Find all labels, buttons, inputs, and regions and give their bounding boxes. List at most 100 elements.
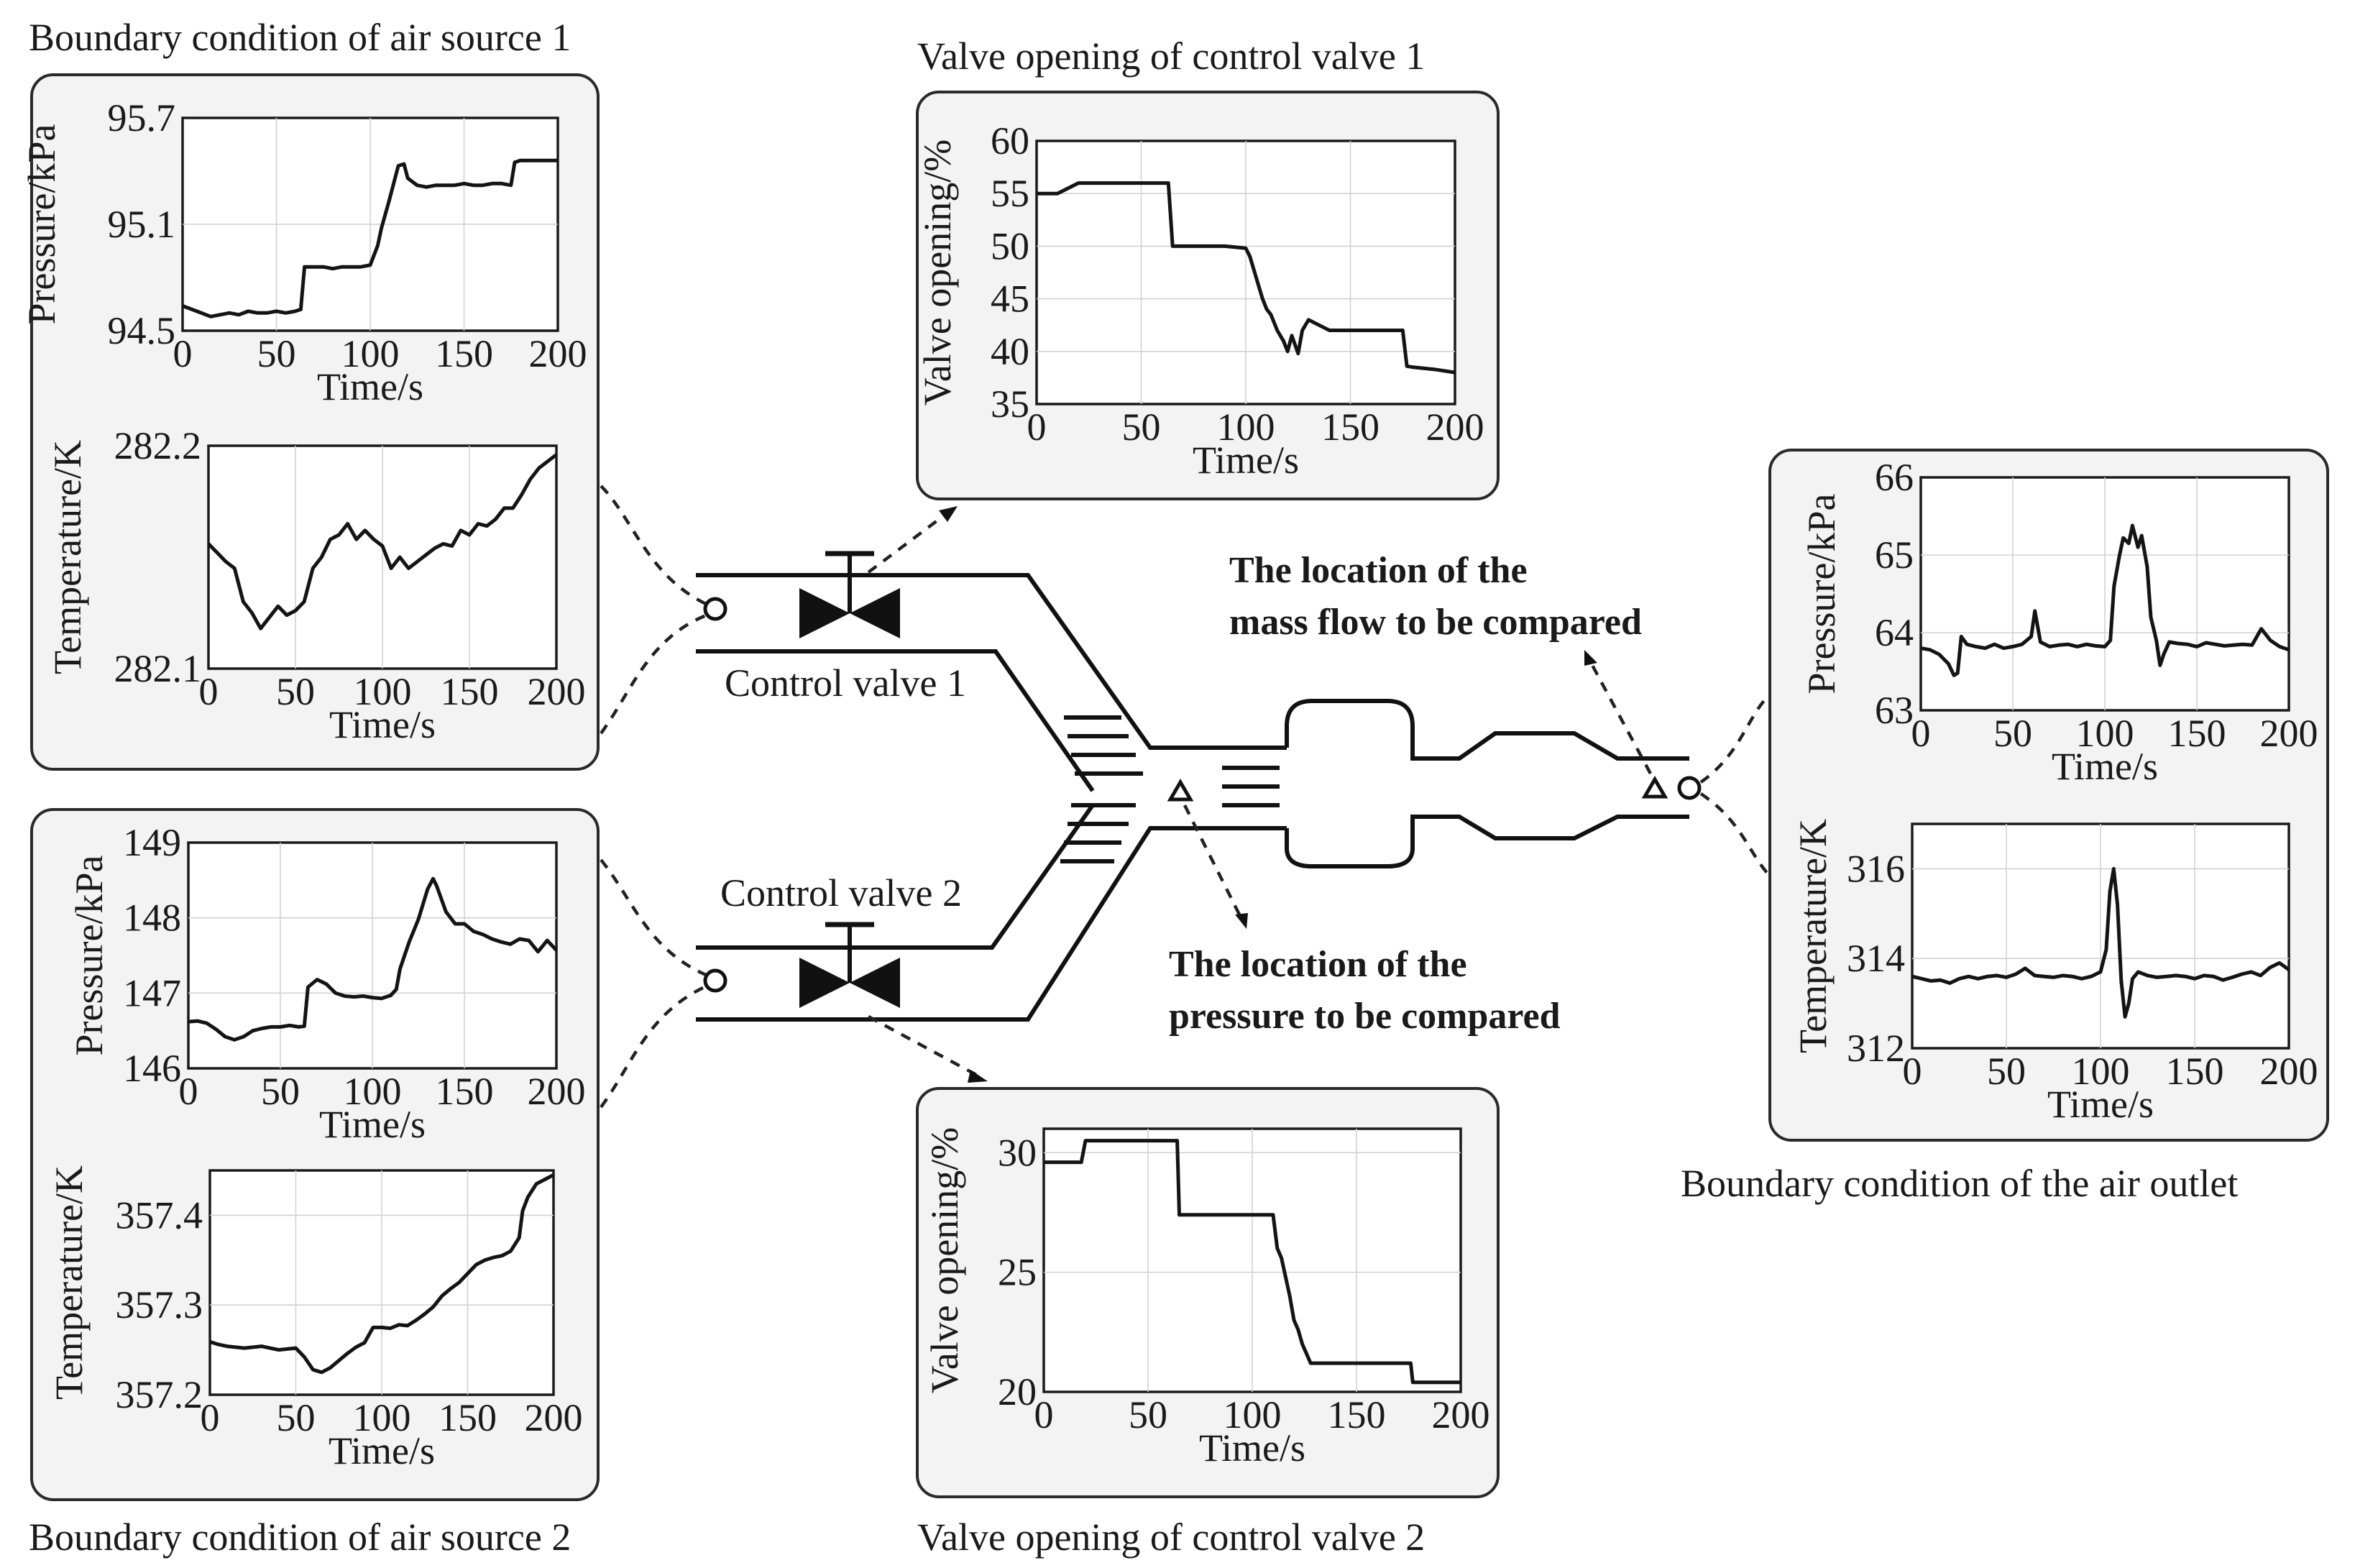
x-tick-label: 200 — [2260, 712, 2318, 755]
arrowheads — [939, 506, 1597, 1083]
x-tick-label: 150 — [1328, 1393, 1386, 1436]
y-tick-label: 40 — [991, 330, 1029, 373]
y-tick-label: 55 — [991, 172, 1029, 215]
x-tick-label: 150 — [436, 1070, 494, 1113]
y-tick-label: 146 — [123, 1047, 181, 1090]
y-tick-label: 312 — [1847, 1027, 1905, 1070]
y-tick-label: 314 — [1847, 937, 1905, 980]
mixing-chamber — [1285, 699, 1689, 761]
dashed-connectors — [600, 485, 1768, 1109]
outlet-node — [1677, 776, 1702, 800]
y-tick-label: 316 — [1847, 847, 1905, 890]
y-tick-label: 282.2 — [114, 424, 202, 467]
pipe-branch-1-bottom — [696, 649, 1095, 792]
x-tick-label: 150 — [2166, 1050, 2224, 1093]
x-tick-label: 0 — [173, 332, 193, 375]
caption-valve-2: Valve opening of control valve 2 — [917, 1516, 1425, 1559]
x-tick-label: 100 — [1224, 1393, 1282, 1436]
x-tick-label: 0 — [179, 1070, 198, 1113]
x-tick-label: 150 — [439, 1396, 497, 1439]
pipe-branch-2-bottom — [696, 826, 1287, 1022]
x-axis-label: Time/s — [317, 365, 423, 408]
x-tick-label: 150 — [1321, 405, 1380, 449]
x-tick-label: 50 — [257, 332, 296, 375]
caption-air-outlet: Boundary condition of the air outlet — [1681, 1162, 2238, 1205]
x-tick-label: 100 — [341, 332, 400, 375]
x-tick-label: 100 — [354, 670, 412, 713]
x-tick-label: 50 — [1122, 405, 1161, 449]
y-axis-label: Pressure/kPa — [20, 124, 63, 324]
x-axis-label: Time/s — [1193, 439, 1299, 482]
x-tick-label: 50 — [1987, 1050, 2026, 1093]
y-tick-label: 45 — [991, 278, 1029, 321]
x-tick-label: 150 — [435, 332, 493, 375]
x-tick-label: 200 — [528, 670, 586, 713]
x-axis-label: Time/s — [329, 1429, 435, 1472]
y-axis-label: Valve opening/% — [916, 139, 959, 405]
y-tick-label: 64 — [1875, 611, 1914, 654]
series-line — [182, 158, 558, 318]
control-valve-2-symbol — [799, 922, 900, 1008]
x-axis-label: Time/s — [2047, 1083, 2154, 1126]
series-line — [1911, 866, 2290, 1019]
label-pressure-line-1: The location of the — [1169, 944, 1467, 985]
x-tick-label: 100 — [2076, 712, 2134, 755]
x-tick-label: 0 — [199, 670, 219, 713]
pipe-branch-2-top — [696, 804, 1095, 950]
x-tick-label: 50 — [277, 1396, 316, 1439]
y-axis-label: Temperature/K — [47, 1165, 91, 1400]
x-tick-label: 100 — [344, 1070, 402, 1113]
y-tick-label: 357.4 — [116, 1193, 203, 1237]
x-tick-label: 100 — [1217, 405, 1275, 449]
y-tick-label: 94.5 — [108, 309, 176, 352]
y-tick-label: 65 — [1875, 533, 1914, 577]
y-tick-label: 63 — [1875, 689, 1914, 732]
x-tick-label: 100 — [2072, 1050, 2130, 1093]
x-tick-label: 0 — [1034, 1393, 1054, 1436]
x-axis-label: Time/s — [2052, 745, 2158, 788]
x-tick-label: 200 — [525, 1396, 583, 1439]
caption-air-source-1: Boundary condition of air source 1 — [29, 16, 571, 59]
y-tick-label: 95.7 — [108, 96, 176, 139]
y-tick-label: 25 — [998, 1251, 1037, 1294]
x-tick-label: 200 — [528, 1070, 586, 1113]
mixing-chamber-lower — [1285, 815, 1689, 868]
x-tick-label: 50 — [1129, 1393, 1167, 1436]
y-tick-label: 30 — [998, 1131, 1037, 1174]
y-tick-label: 147 — [123, 971, 181, 1014]
label-pressure-line-2: pressure to be compared — [1169, 996, 1561, 1037]
x-tick-label: 200 — [1426, 405, 1484, 449]
series-line — [207, 453, 558, 631]
y-tick-label: 282.1 — [114, 647, 202, 690]
x-tick-label: 0 — [1903, 1050, 1922, 1093]
mass-flow-probe-triangle — [1641, 776, 1668, 799]
y-tick-label: 357.2 — [116, 1373, 203, 1416]
x-tick-label: 50 — [261, 1070, 300, 1113]
pipe-network — [696, 573, 1702, 1022]
y-tick-label: 357.3 — [116, 1283, 203, 1326]
y-axis-label: Temperature/K — [1791, 819, 1835, 1053]
x-tick-label: 200 — [1432, 1393, 1490, 1436]
y-tick-label: 95.1 — [108, 203, 176, 246]
x-axis-label: Time/s — [1199, 1426, 1305, 1470]
caption-air-source-2: Boundary condition of air source 2 — [29, 1516, 571, 1559]
series-line — [1920, 523, 2290, 677]
x-tick-label: 100 — [353, 1396, 411, 1439]
y-tick-label: 50 — [991, 224, 1029, 267]
mixer-hatch — [1060, 715, 1280, 863]
y-axis-label: Temperature/K — [46, 440, 89, 674]
x-tick-label: 200 — [2260, 1050, 2318, 1093]
x-tick-label: 50 — [276, 670, 315, 713]
x-tick-label: 0 — [1911, 712, 1931, 755]
inlet-node-2 — [703, 968, 727, 993]
control-valve-1-symbol — [799, 551, 900, 638]
